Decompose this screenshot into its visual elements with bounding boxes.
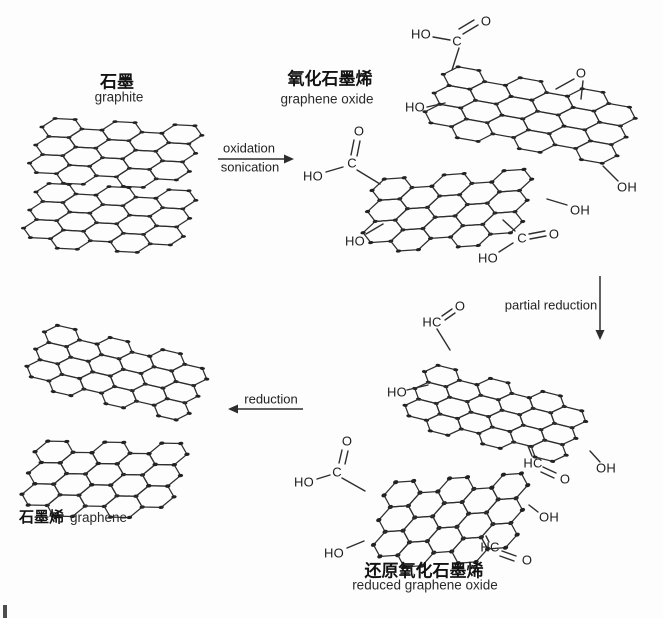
rgo-a-aldehyde2-o-label: O: [559, 471, 571, 487]
go-a-carboxyl-c-label: C: [452, 33, 462, 49]
rgo-a-hydroxyl-ho-label: HO: [387, 384, 407, 400]
go-b-hydroxyl-oh-label: OH: [570, 202, 590, 218]
oxidation-arrow: [218, 154, 294, 164]
go-b-carboxyl2-o-label: O: [548, 226, 560, 242]
graphite-sheet-2: [20, 182, 199, 254]
rgo-b-hydroxyl-oh-label: OH: [539, 509, 559, 525]
graphene-title: 石墨烯 graphene: [19, 506, 127, 527]
graphene-oxide-sheet-middle: [360, 167, 535, 253]
graphene-oxide-title-en: graphene oxide: [280, 91, 374, 107]
rgo-b-carboxyl-c-label: C: [332, 464, 342, 480]
go-b-carboxyl2-ho-label: HO: [478, 250, 498, 266]
partial-reduction-label: partial reduction: [504, 297, 598, 313]
rgo-a-aldehyde2-hc-label: HC: [523, 455, 543, 471]
go-b-carboxyl-c-label: C: [347, 155, 357, 171]
rgo-b-hydroxyl-ho-label: HO: [324, 545, 344, 561]
bond-lines: [316, 19, 619, 562]
go-b-carboxyl-o-label: O: [353, 123, 365, 139]
graphene-sheet-2: [19, 439, 190, 520]
graphene-oxide-sheet-top: [422, 65, 638, 165]
rgo-b-carboxyl-o-label: O: [341, 433, 353, 449]
rgo-a-aldehyde-hc-label: HC: [422, 314, 442, 330]
go-b-carboxyl-ho-label: HO: [303, 168, 323, 184]
partial-reduction-arrow: [595, 276, 605, 340]
rgo-sheet-bottom: [370, 471, 531, 570]
reduced-graphene-oxide-title-zh: 还原氧化石墨烯: [364, 561, 484, 581]
go-b-carboxyl2-c-label: C: [517, 230, 527, 246]
rgo-sheet-top: [402, 363, 589, 463]
go-b-hydroxyl-ho-label: HO: [345, 233, 365, 249]
oxidation-label: oxidation: [222, 140, 276, 156]
sonication-label: sonication: [220, 159, 280, 175]
graphene-oxide-title-zh: 氧化石墨烯: [287, 69, 373, 89]
graphene-sheet-1: [24, 323, 210, 422]
go-a-carboxyl-ho-label: HO: [411, 26, 431, 42]
graphite-title-zh: 石墨: [100, 72, 134, 92]
go-a-epoxide-o-label: O: [575, 65, 587, 81]
rgo-b-aldehyde-o-label: O: [521, 552, 533, 568]
go-a-hydroxyl-ho-label: HO: [405, 99, 425, 115]
graphene-title-en: graphene: [70, 510, 128, 525]
go-a-carboxyl-o-label: O: [480, 13, 492, 29]
graphene-title-zh: 石墨烯: [19, 509, 65, 526]
rgo-a-aldehyde-o-label: O: [454, 298, 466, 314]
screenshot-edge-mark: [3, 605, 7, 618]
lattice-sheets: [19, 65, 638, 570]
rgo-b-aldehyde-hc-label: HC: [480, 539, 500, 555]
go-a-hydroxyl-oh-label: OH: [617, 179, 637, 195]
graphite-sheet-1: [26, 117, 205, 189]
reduction-label: reduction: [244, 391, 298, 407]
rgo-b-carboxyl-ho-label: HO: [294, 474, 314, 490]
reduction-arrow: [228, 404, 303, 414]
rgo-a-hydroxyl-oh-label: OH: [596, 460, 616, 476]
reduced-graphene-oxide-title-en: reduced graphene oxide: [352, 577, 498, 593]
graphite-title-en: graphite: [94, 89, 144, 105]
